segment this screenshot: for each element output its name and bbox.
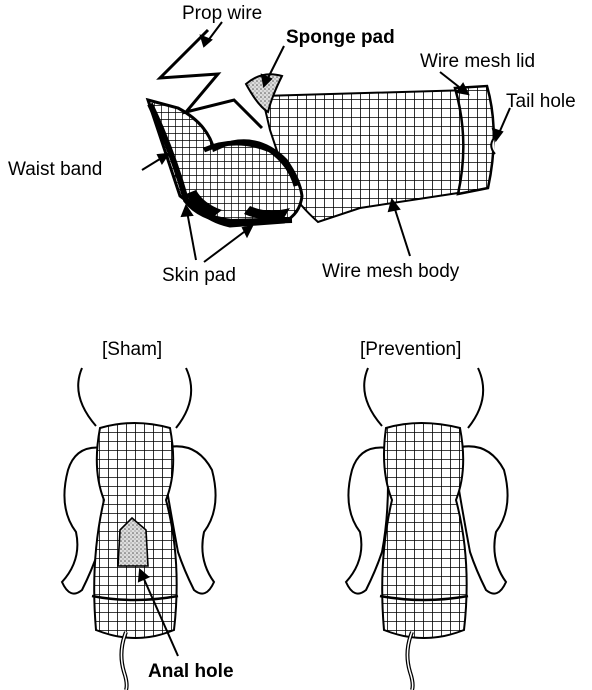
label-sponge-pad: Sponge pad <box>286 28 395 47</box>
label-wire-mesh-body: Wire mesh body <box>322 262 459 281</box>
sham-rat-illustration <box>62 368 216 690</box>
sham-ear-right <box>176 368 191 428</box>
title-sham: [Sham] <box>102 340 162 359</box>
label-wire-mesh-lid: Wire mesh lid <box>420 52 535 71</box>
title-prevention: [Prevention] <box>360 340 461 359</box>
prevention-ear-right <box>468 368 483 428</box>
label-tail-hole: Tail hole <box>506 92 576 111</box>
label-waist-band: Waist band <box>8 160 102 179</box>
label-skin-pad: Skin pad <box>162 266 236 285</box>
prevention-rat-illustration <box>346 368 508 690</box>
prevention-ear-left <box>364 368 382 426</box>
label-anal-hole: Anal hole <box>148 662 234 681</box>
label-prop-wire: Prop wire <box>182 4 262 23</box>
sham-ear-left <box>78 368 96 426</box>
prevention-mesh-jacket <box>382 423 466 638</box>
